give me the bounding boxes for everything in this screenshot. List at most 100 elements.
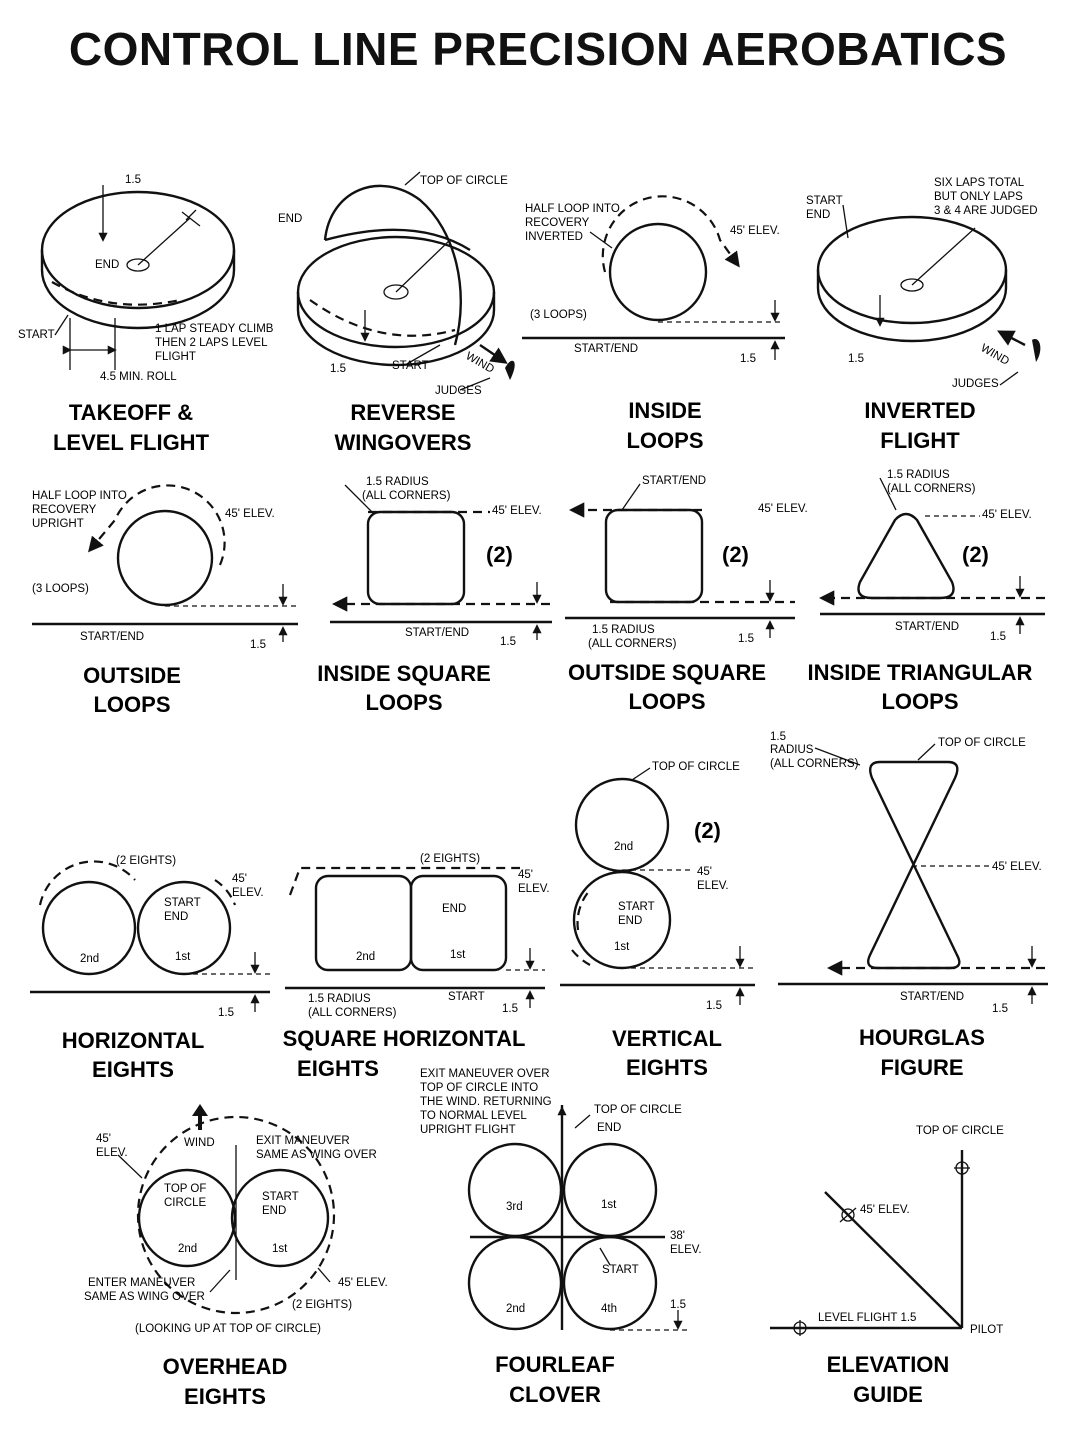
takeoff-end-label: END [95,259,119,271]
square-eights-radius-1: 1.5 RADIUS [308,993,371,1005]
hourglass-figure [778,743,1048,1004]
hourglass-startend-label: START/END [900,991,964,1003]
inside-loops-count-label: (3 LOOPS) [530,309,587,321]
wingovers-end-label: END [278,213,302,225]
outside-loops-height-label: 1.5 [250,639,266,651]
inside-square-caption-2: LOOPS [365,690,442,715]
square-eights-caption-1: SQUARE HORIZONTAL [283,1026,526,1051]
overhead-start-label: START [262,1191,299,1203]
elevation-caption-2: GUIDE [853,1382,923,1407]
outside-loops-figure [32,484,298,642]
inside-loops-startend-label: START/END [574,343,638,355]
clover-first-label: 1st [601,1199,617,1211]
clover-end-label: END [597,1122,621,1134]
vertical-eights-second-label: 2nd [614,841,633,853]
panel-vertical-eights: TOP OF CIRCLE (2) 2nd 45' ELEV. START EN… [560,761,755,1080]
outside-square-radius-1: 1.5 RADIUS [592,624,655,636]
takeoff-caption-2: LEVEL FLIGHT [53,430,210,455]
panel-outside-loops: HALF LOOP INTO RECOVERY UPRIGHT 45' ELEV… [32,484,298,717]
panel-wingovers: TOP OF CIRCLE END 1.5 START WIND JUDGES … [278,171,515,455]
horizontal-eights-height-label: 1.5 [218,1007,234,1019]
outside-loops-caption-2: LOOPS [93,692,170,717]
horizontal-eights-first-label: 1st [175,951,191,963]
takeoff-start-label: START [18,329,55,341]
vertical-eights-count-label: (2) [694,818,721,843]
inverted-caption-1: INVERTED [864,398,975,423]
triangular-elev-label: 45' ELEV. [982,509,1032,521]
overhead-elev-left-1: 45' [96,1133,111,1145]
takeoff-caption-1: TAKEOFF & [69,400,193,425]
elevation-45-plane-icon [841,1208,855,1222]
hourglass-caption-2: FIGURE [880,1055,963,1080]
inside-square-caption-1: INSIDE SQUARE [317,661,491,686]
overhead-top-1: TOP OF [164,1183,206,1195]
clover-second-label: 2nd [506,1303,525,1315]
inverted-start-label: START [806,195,843,207]
outside-square-figure [565,483,795,638]
hourglass-caption-1: HOURGLAS [859,1025,985,1050]
overhead-count-label: (2 EIGHTS) [292,1299,352,1311]
vertical-eights-elev-1: 45' [697,866,712,878]
square-eights-start-label: START [448,991,485,1003]
square-eights-caption-2: EIGHTS [297,1056,379,1081]
overhead-wind-arrow-icon [192,1104,208,1130]
triangular-figure [818,477,1045,634]
clover-elev-2: ELEV. [670,1244,702,1256]
clover-exit-4: TO NORMAL LEVEL [420,1110,527,1122]
inside-loops-note-1: HALF LOOP INTO [525,203,620,215]
square-eights-height-label: 1.5 [502,1003,518,1015]
inverted-note-3: 3 & 4 ARE JUDGED [934,205,1038,217]
clover-exit-2: TOP OF CIRCLE INTO [420,1082,538,1094]
triangular-startend-label: START/END [895,621,959,633]
overhead-first-label: 1st [272,1243,288,1255]
clover-exit-1: EXIT MANEUVER OVER [420,1068,550,1080]
overhead-elev-right: 45' ELEV. [338,1277,388,1289]
elevation-level-label: LEVEL FLIGHT 1.5 [818,1312,916,1324]
overhead-enter-1: ENTER MANEUVER [88,1277,195,1289]
hourglass-elev-label: 45' ELEV. [992,861,1042,873]
inside-loops-elev-label: 45' ELEV. [730,225,780,237]
horizontal-eights-elev-2: ELEV. [232,887,264,899]
clover-caption-1: FOURLEAF [495,1352,615,1377]
inverted-wind-label: WIND [979,342,1012,368]
hourglass-radius-3: (ALL CORNERS) [770,758,859,770]
wingovers-judges-label: JUDGES [435,385,482,397]
triangular-height-label: 1.5 [990,631,1006,643]
clover-elev-1: 38' [670,1230,685,1242]
horizontal-eights-end-label: END [164,911,188,923]
outside-loops-caption-1: OUTSIDE [83,663,181,688]
inverted-height-label: 1.5 [848,353,864,365]
outside-square-radius-2: (ALL CORNERS) [588,638,677,650]
panel-inside-loops: HALF LOOP INTO RECOVERY INVERTED 45' ELE… [522,195,785,453]
inside-loops-note-3: INVERTED [525,231,583,243]
overhead-elev-left-2: ELEV. [96,1147,128,1159]
wingovers-start-label: START [392,360,429,372]
overhead-top-2: CIRCLE [164,1197,207,1209]
outside-loops-note-3: UPRIGHT [32,518,84,530]
overhead-wind-label: WIND [184,1137,215,1149]
vertical-eights-height-label: 1.5 [706,1000,722,1012]
outside-square-elev-label: 45' ELEV. [758,503,808,515]
clover-height-label: 1.5 [670,1299,686,1311]
overhead-exit-1: EXIT MANEUVER [256,1135,350,1147]
clover-figure [467,1105,690,1331]
panel-outside-square: START/END 45' ELEV. (2) 1.5 RADIUS (ALL … [565,475,808,714]
overhead-caption-2: EIGHTS [184,1384,266,1409]
takeoff-note-1: 1 LAP STEADY CLIMB [155,323,274,335]
outside-loops-startend-label: START/END [80,631,144,643]
elevation-caption-1: ELEVATION [827,1352,950,1377]
overhead-note-label: (LOOKING UP AT TOP OF CIRCLE) [135,1323,321,1335]
inside-square-count-label: (2) [486,542,513,567]
overhead-second-label: 2nd [178,1243,197,1255]
inside-loops-height-label: 1.5 [740,353,756,365]
outside-square-height-label: 1.5 [738,633,754,645]
outside-square-caption-2: LOOPS [628,689,705,714]
vertical-eights-start-label: START [618,901,655,913]
vertical-eights-caption-1: VERTICAL [612,1026,722,1051]
inside-loops-figure [522,195,785,360]
inverted-note-2: BUT ONLY LAPS [934,191,1023,203]
wingovers-wind-label: WIND [464,350,497,376]
horizontal-eights-caption-2: EIGHTS [92,1057,174,1082]
inside-square-figure [330,484,552,640]
